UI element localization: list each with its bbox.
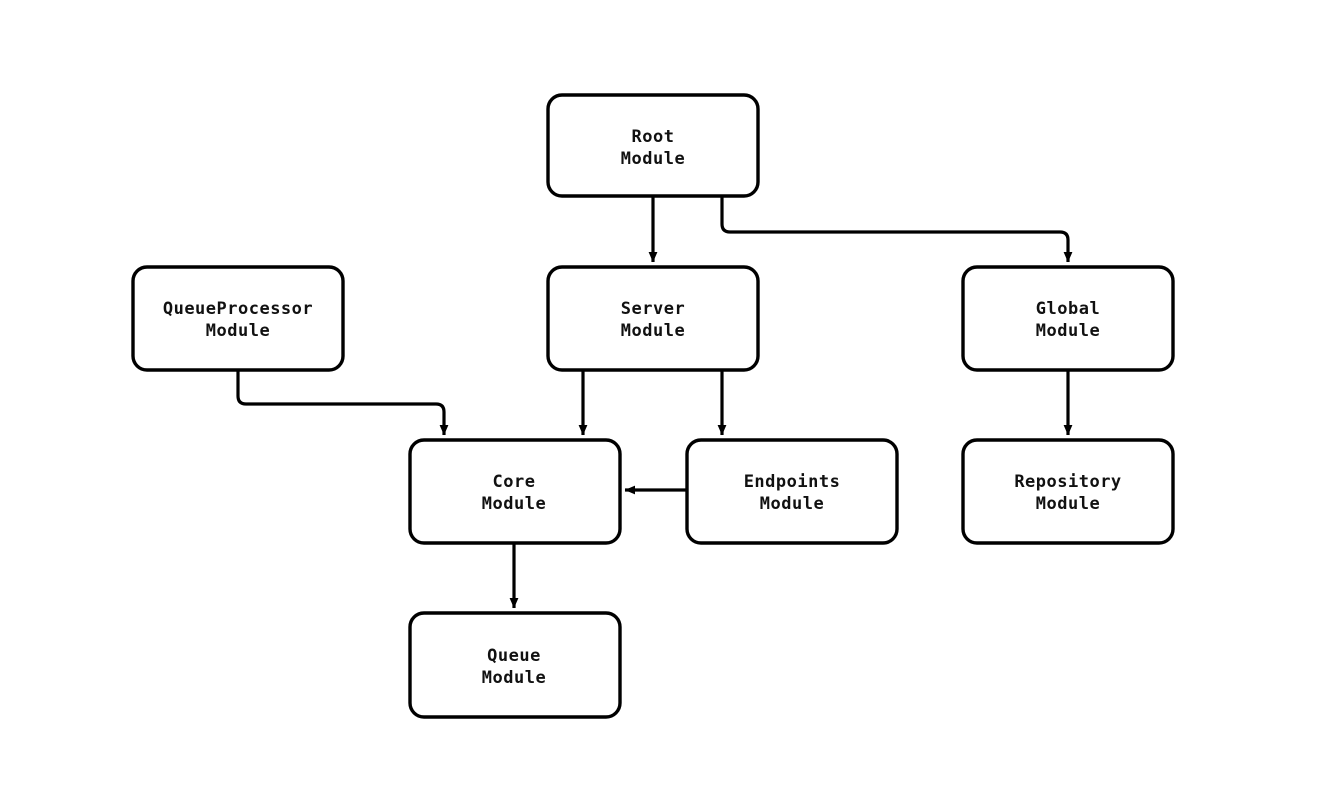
node-global-module-label-line2: Module <box>1036 321 1100 341</box>
node-core-module[interactable]: Core Module <box>408 438 622 545</box>
node-global-module-box[interactable] <box>961 265 1175 372</box>
node-root-module-box[interactable] <box>546 93 760 198</box>
node-repository-module-box[interactable] <box>961 438 1175 545</box>
node-core-module-label-line2: Module <box>482 494 546 514</box>
node-queue-module-label-line2: Module <box>482 668 546 688</box>
node-queueprocessor-module-box[interactable] <box>131 265 345 372</box>
edge-layer <box>236 196 1073 609</box>
node-queue-module-label-line1: Queue <box>487 646 541 666</box>
node-root-module-label-line1: Root <box>632 127 675 147</box>
node-queue-module-box[interactable] <box>408 611 622 719</box>
node-queueprocessor-module[interactable]: QueueProcessor Module <box>131 265 345 372</box>
node-root-module-label-line2: Module <box>621 149 685 169</box>
node-endpoints-module-label-line2: Module <box>760 494 824 514</box>
node-endpoints-module[interactable]: Endpoints Module <box>685 438 899 545</box>
node-core-module-label-line1: Core <box>493 472 536 492</box>
node-server-module-box[interactable] <box>546 265 760 372</box>
node-server-module-label-line1: Server <box>621 299 685 319</box>
node-server-module[interactable]: Server Module <box>546 265 760 372</box>
node-endpoints-module-box[interactable] <box>685 438 899 545</box>
node-queue-module[interactable]: Queue Module <box>408 611 622 719</box>
node-global-module[interactable]: Global Module <box>961 265 1175 372</box>
node-repository-module-label-line2: Module <box>1036 494 1100 514</box>
node-queueprocessor-module-label-line1: QueueProcessor <box>163 299 313 319</box>
edge-queueprocessor-to-core <box>236 370 449 436</box>
node-server-module-label-line2: Module <box>621 321 685 341</box>
node-queueprocessor-module-label-line2: Module <box>206 321 270 341</box>
node-root-module[interactable]: Root Module <box>546 93 760 198</box>
node-layer: Root Module QueueProcessor Module Server… <box>131 93 1175 719</box>
node-repository-module-label-line1: Repository <box>1014 472 1121 492</box>
node-endpoints-module-label-line1: Endpoints <box>744 472 841 492</box>
node-global-module-label-line1: Global <box>1036 299 1100 319</box>
edge-root-to-global <box>720 196 1073 263</box>
node-repository-module[interactable]: Repository Module <box>961 438 1175 545</box>
node-core-module-box[interactable] <box>408 438 622 545</box>
